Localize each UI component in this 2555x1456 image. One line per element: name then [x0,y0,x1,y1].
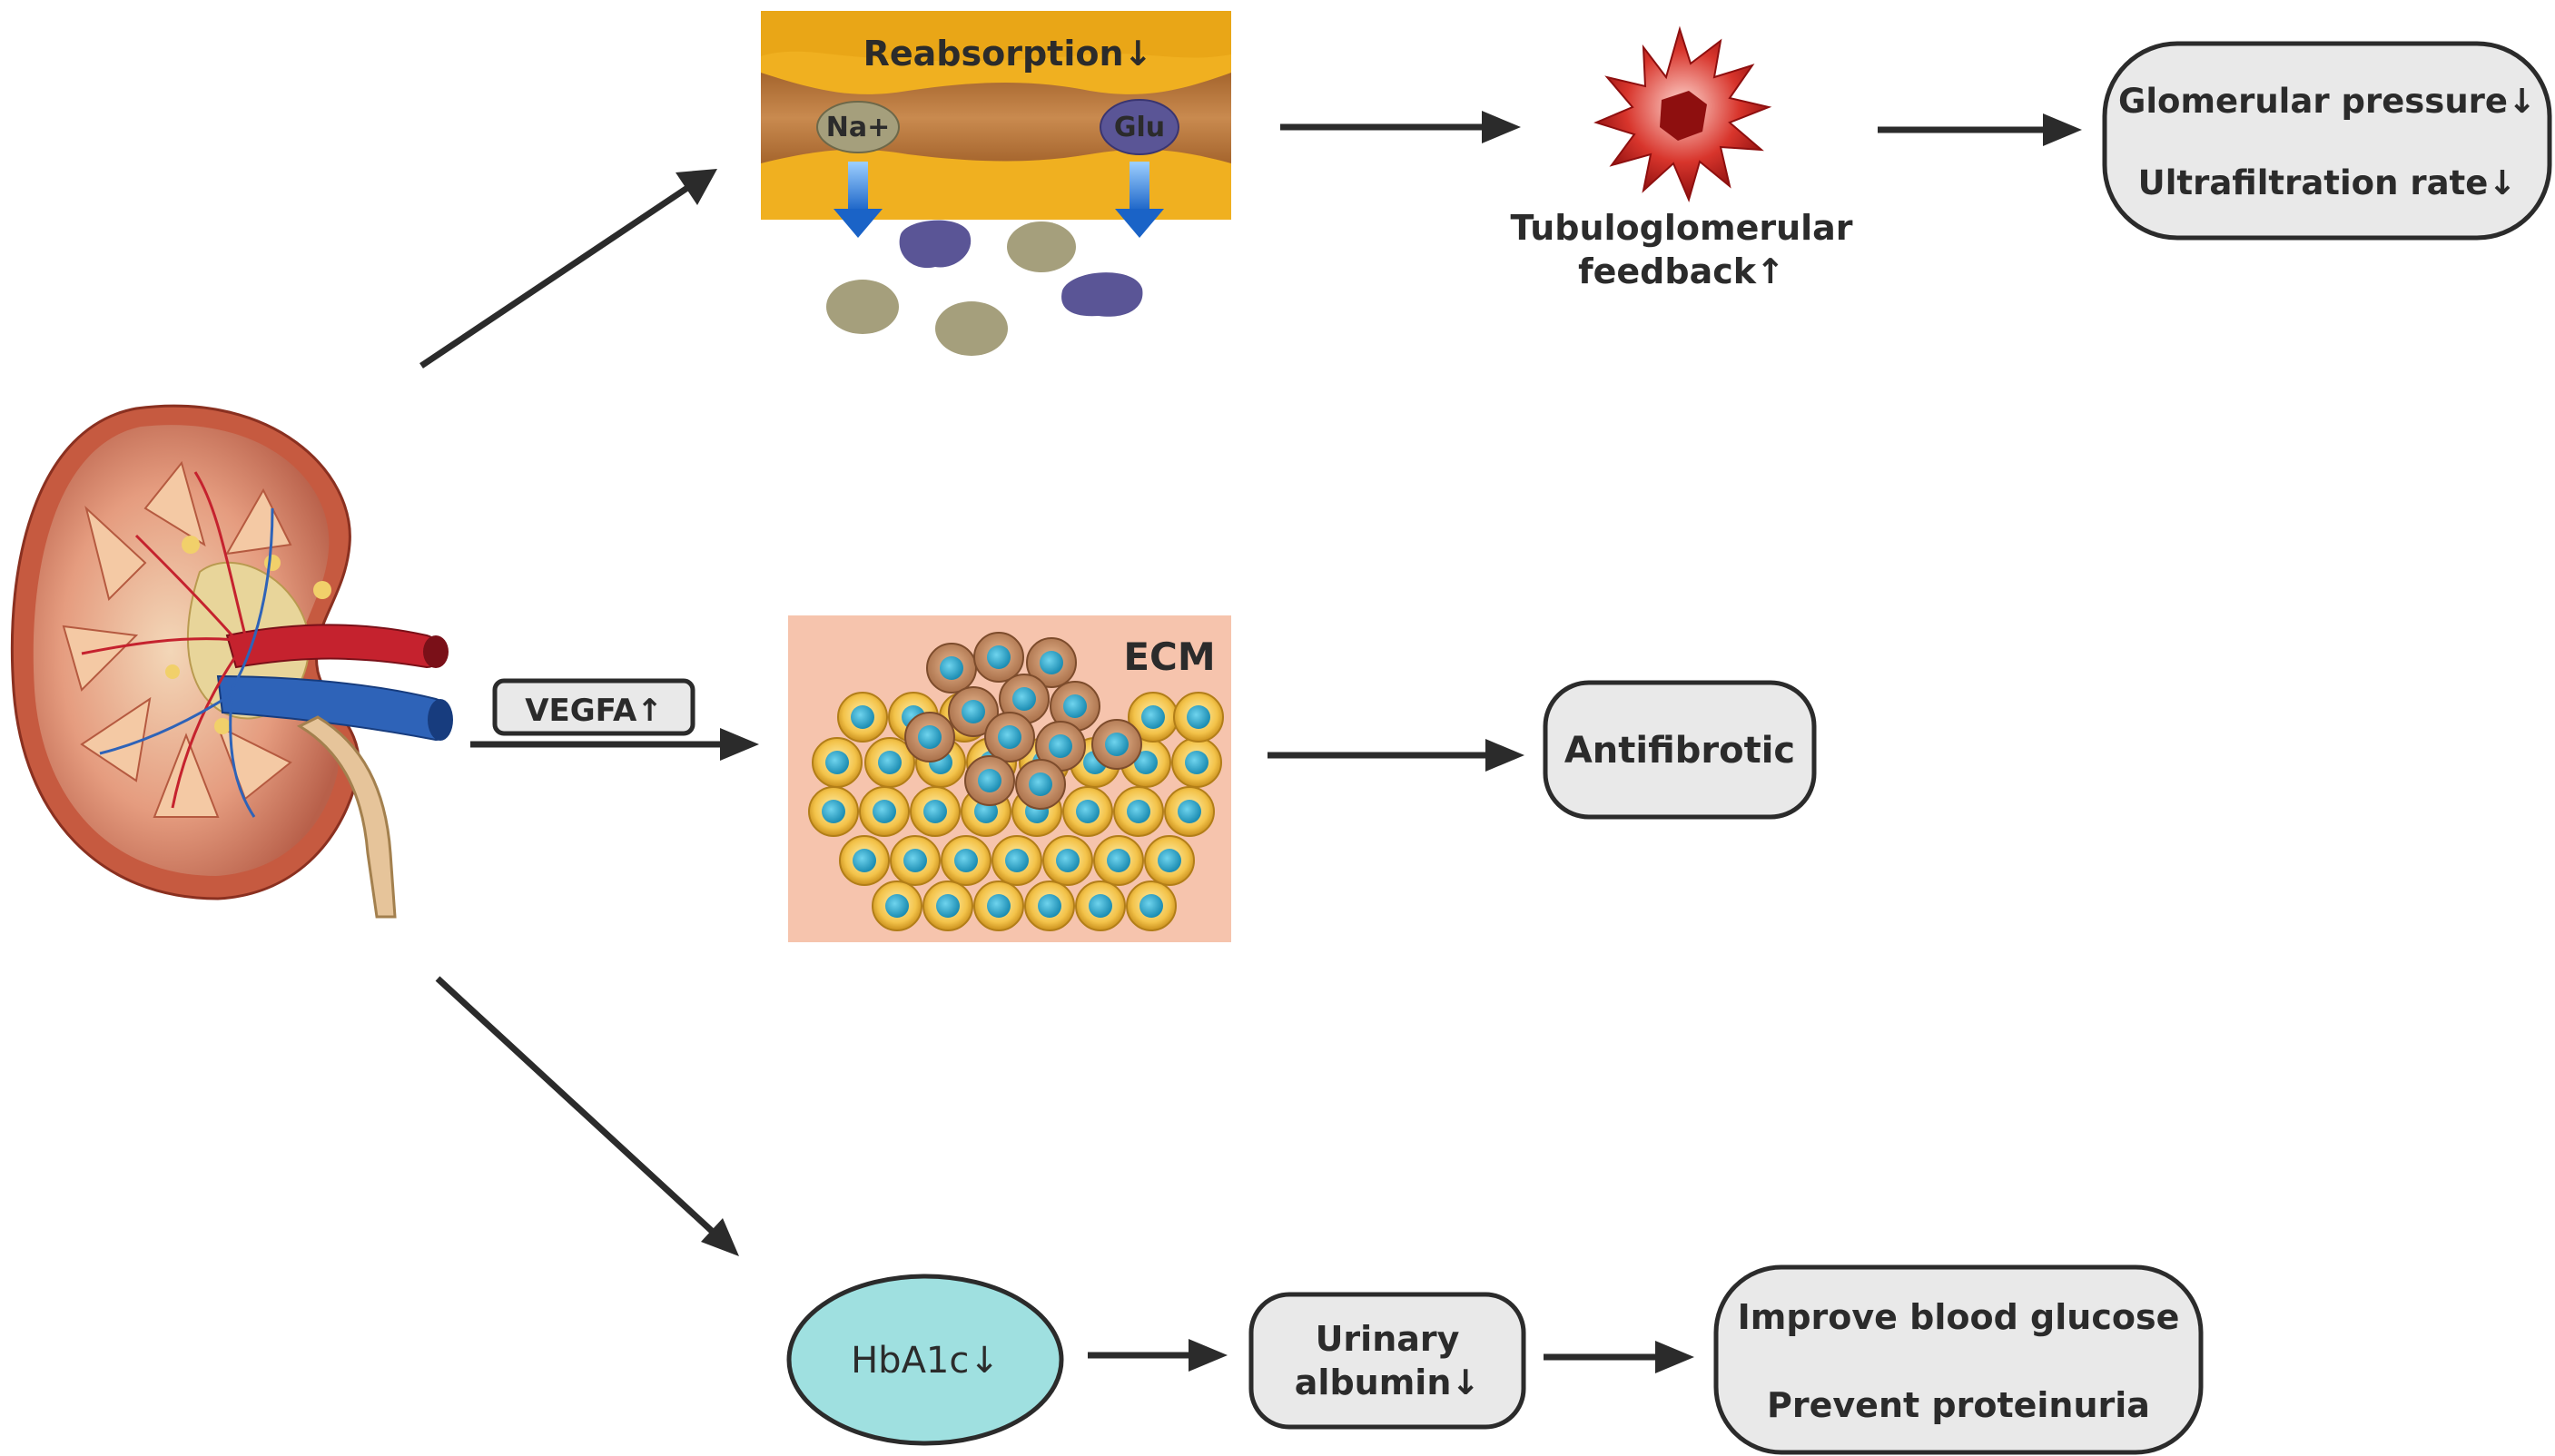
ecm-cell [1050,681,1100,732]
ecm-cell [922,880,973,931]
arrow-urinary-to-outcome [1544,1341,1694,1373]
urinary-text: Urinary [1316,1319,1460,1359]
ecm-cell [808,786,859,837]
ecm-cell [1126,880,1177,931]
ecm-cell [926,643,977,694]
arrow-tubule-to-feedback [1280,111,1521,143]
arrow-kidney-to-ecm [470,728,759,761]
ecm-cell-cluster [808,632,1224,931]
down-arrow-right [1115,162,1164,238]
improve-glucose-text: Improve blood glucose [1738,1297,2180,1337]
glomerular-pressure-text: Glomerular pressure↓ [2118,82,2536,121]
hba1c-text: HbA1c↓ [851,1340,1000,1382]
ecm-cell [872,880,922,931]
arrow-feedback-to-glomerular [1878,113,2082,146]
ecm-cell [1128,692,1179,743]
ecm-cell [1164,786,1215,837]
ecm-cell [1144,835,1195,886]
outcome-box: Improve blood glucose Prevent proteinuri… [1713,1264,2204,1455]
antifibrotic-box: Antifibrotic [1543,680,1817,820]
ecm-cell [941,835,991,886]
ecm-cell [1035,721,1086,772]
tubule-illustration: Na+ Glu Reabsorption↓ [761,11,1231,356]
ecm-cell [1015,759,1066,810]
vegfa-label: VEGFA↑ [525,693,663,729]
glomerular-box: Glomerular pressure↓ Ultrafiltration rat… [2102,41,2552,241]
arrow-kidney-to-hba1c [435,976,739,1256]
ecm-cell [859,786,910,837]
vegfa-badge: VEGFA↑ [492,678,695,736]
arrow-kidney-to-tubule [419,169,717,369]
ecm-cell [973,632,1024,683]
kidney-illustration [10,404,453,919]
tubuloglomerular-label-line1: Tubuloglomerular [1510,208,1852,248]
antifibrotic-text: Antifibrotic [1564,730,1795,772]
ecm-cell [910,786,961,837]
prevent-proteinuria-text: Prevent proteinuria [1767,1385,2150,1425]
ecm-cell [948,686,999,737]
down-arrow-left [834,162,883,238]
glucose-label: Glu [1114,112,1165,143]
ecm-cell [964,755,1015,806]
ecm-label: ECM [1123,635,1215,679]
ecm-cell [1093,835,1144,886]
ecm-cell [837,692,888,743]
ecm-cell [839,835,890,886]
hba1c-ellipse: HbA1c↓ [786,1274,1064,1446]
ecm-cell [1171,737,1222,788]
ecm-cell [890,835,941,886]
ecm-cell [904,712,955,762]
ecm-cells-illustration: ECM [788,615,1231,942]
albumin-text: albumin↓ [1295,1363,1480,1402]
ecm-cell [1062,786,1113,837]
ecm-cell [973,880,1024,931]
urinary-albumin-box: Urinary albumin↓ [1248,1292,1526,1430]
ecm-cell [1075,880,1126,931]
ecm-cell [1026,637,1077,688]
ultrafiltration-rate-text: Ultrafiltration rate↓ [2138,163,2517,202]
ecm-cell [1091,719,1142,770]
arrow-ecm-to-antifibrotic [1268,739,1524,772]
ecm-cell [812,737,863,788]
ecm-cell [991,835,1042,886]
ecm-cell [1173,692,1224,743]
sodium-label: Na+ [826,112,891,143]
tubuloglomerular-label-line2: feedback↑ [1578,251,1785,291]
ecm-cell [1113,786,1164,837]
ecm-cell [984,712,1035,762]
reabsorption-label: Reabsorption↓ [863,34,1153,74]
arrow-hba1c-to-urinary [1088,1339,1228,1372]
molecules [826,220,1143,356]
macula-densa-illustration [1593,25,1772,202]
ecm-cell [1024,880,1075,931]
ecm-cell [1042,835,1093,886]
